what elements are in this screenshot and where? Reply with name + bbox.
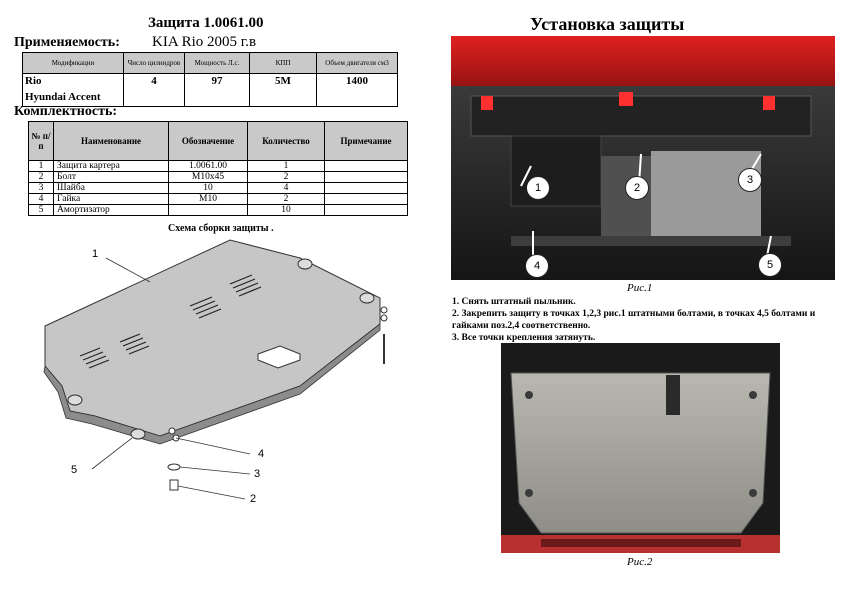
kit-cell-qty: 10 [247,204,325,216]
spec-header-modification: Модификации [22,52,124,74]
photo-2-drawing [501,343,780,553]
diagram-label-5: 5 [71,464,78,476]
spec-gearbox: 5M [249,73,317,107]
spec-table: Модификации Число цилиндров Мощность Л.с… [22,52,398,107]
leader-lines [91,257,251,500]
photo-1-callout-2: 2 [625,176,649,200]
kit-label: Комплектность: [14,104,118,119]
table-row: 2 Болт М10х45 2 [28,171,408,183]
model-line-1: Rio [25,75,42,87]
kit-header-code: Обозначение [168,121,248,161]
dampers [67,258,375,440]
table-row: 4 Гайка М10 2 [28,193,408,205]
spec-header-displacement: Объем двигателя см3 [316,52,398,74]
kit-cell-name: Защита картера [53,160,169,172]
install-photo-1: 1 2 3 4 5 [451,36,835,280]
kit-cell-code: 10 [168,182,248,194]
service-hatch [257,345,301,369]
photo-1-callout-4: 4 [525,254,549,278]
spec-table-header: Модификации Число цилиндров Мощность Л.с… [22,52,398,74]
kit-cell-code [168,204,248,216]
washer [167,463,181,471]
spec-power: 97 [184,73,250,107]
vent-slots [79,274,262,369]
kit-cell-name: Гайка [53,193,169,205]
diagram-label-1: 1 [92,248,99,260]
kit-cell-name: Шайба [53,182,169,194]
kit-cell-qty: 1 [247,160,325,172]
kit-cell-number: 2 [28,171,54,183]
spec-header-power: Мощность Л.с. [184,52,250,74]
instruction-line-2: 2. Закрепить защиту в точках 1,2,3 рис.1… [452,309,816,319]
kit-cell-qty: 4 [247,182,325,194]
kit-table-header: № п/п Наименование Обозначение Количеств… [28,121,408,161]
kit-cell-name: Болт [53,171,169,183]
table-row: Rio Hyundai Accent 4 97 5M 1400 [22,73,398,107]
spec-header-cylinders: Число цилиндров [123,52,185,74]
diagram-label-3: 3 [254,468,261,480]
kit-cell-note [324,171,408,183]
table-row: 5 Амортизатор 10 [28,204,408,216]
bolt-bottom [169,479,179,491]
document-title: Защита 1.0061.00 [148,15,264,31]
install-photo-2 [501,343,780,553]
kit-cell-number: 3 [28,182,54,194]
kit-cell-code: М10 [168,193,248,205]
photo-1-caption: Рис.1 [627,282,653,294]
photo-2-caption: Рис.2 [627,556,653,568]
kit-cell-note [324,204,408,216]
kit-cell-code: М10х45 [168,171,248,183]
kit-header-qty: Количество [247,121,325,161]
instruction-line-1: 1. Снять штатный пыльник. [452,297,576,307]
kit-header-number: № п/п [28,121,54,161]
photo-1-drawing [451,36,835,280]
kit-cell-code: 1.0061.00 [168,160,248,172]
assembly-diagram [43,239,388,500]
kit-header-name: Наименование [53,121,169,161]
kit-cell-number: 5 [28,204,54,216]
photo-1-callout-1: 1 [526,176,550,200]
photo-1-callout-5: 5 [758,253,782,277]
kit-cell-note [324,193,408,205]
kit-cell-number: 4 [28,193,54,205]
kit-cell-number: 1 [28,160,54,172]
kit-cell-qty: 2 [247,193,325,205]
diagram-label-2: 2 [250,493,257,505]
spec-model-cell: Rio Hyundai Accent [22,73,124,107]
spec-displacement: 1400 [316,73,398,107]
diagram-title: Схема сборки защиты . [168,223,274,234]
table-row: 3 Шайба 10 4 [28,182,408,194]
table-row: 1 Защита картера 1.0061.00 1 [28,160,408,172]
model-line-2: Hyundai Accent [25,91,101,103]
instructions: 1. Снять штатный пыльник. 2. Закрепить з… [452,296,842,344]
instruction-line-4: 3. Все точки крепления затянуть. [452,333,596,343]
kit-cell-note [324,182,408,194]
kit-header-note: Примечание [324,121,408,161]
skid-plate-edge [43,323,381,445]
kit-cell-note [324,160,408,172]
vehicle-label: KIA Rio 2005 г.в [152,34,257,50]
spec-cylinders: 4 [123,73,185,107]
skid-plate-shape [44,239,381,437]
spec-header-gearbox: КПП [249,52,317,74]
kit-table: № п/п Наименование Обозначение Количеств… [28,121,408,216]
install-title: Установка защиты [530,14,685,34]
kit-cell-qty: 2 [247,171,325,183]
instruction-line-3: гайками поз.2,4 соответственно. [452,321,591,331]
kit-cell-name: Амортизатор [53,204,169,216]
applicability-label: Применяемость: [14,35,120,50]
photo-1-callout-3: 3 [738,168,762,192]
diagram-label-4: 4 [258,448,265,460]
